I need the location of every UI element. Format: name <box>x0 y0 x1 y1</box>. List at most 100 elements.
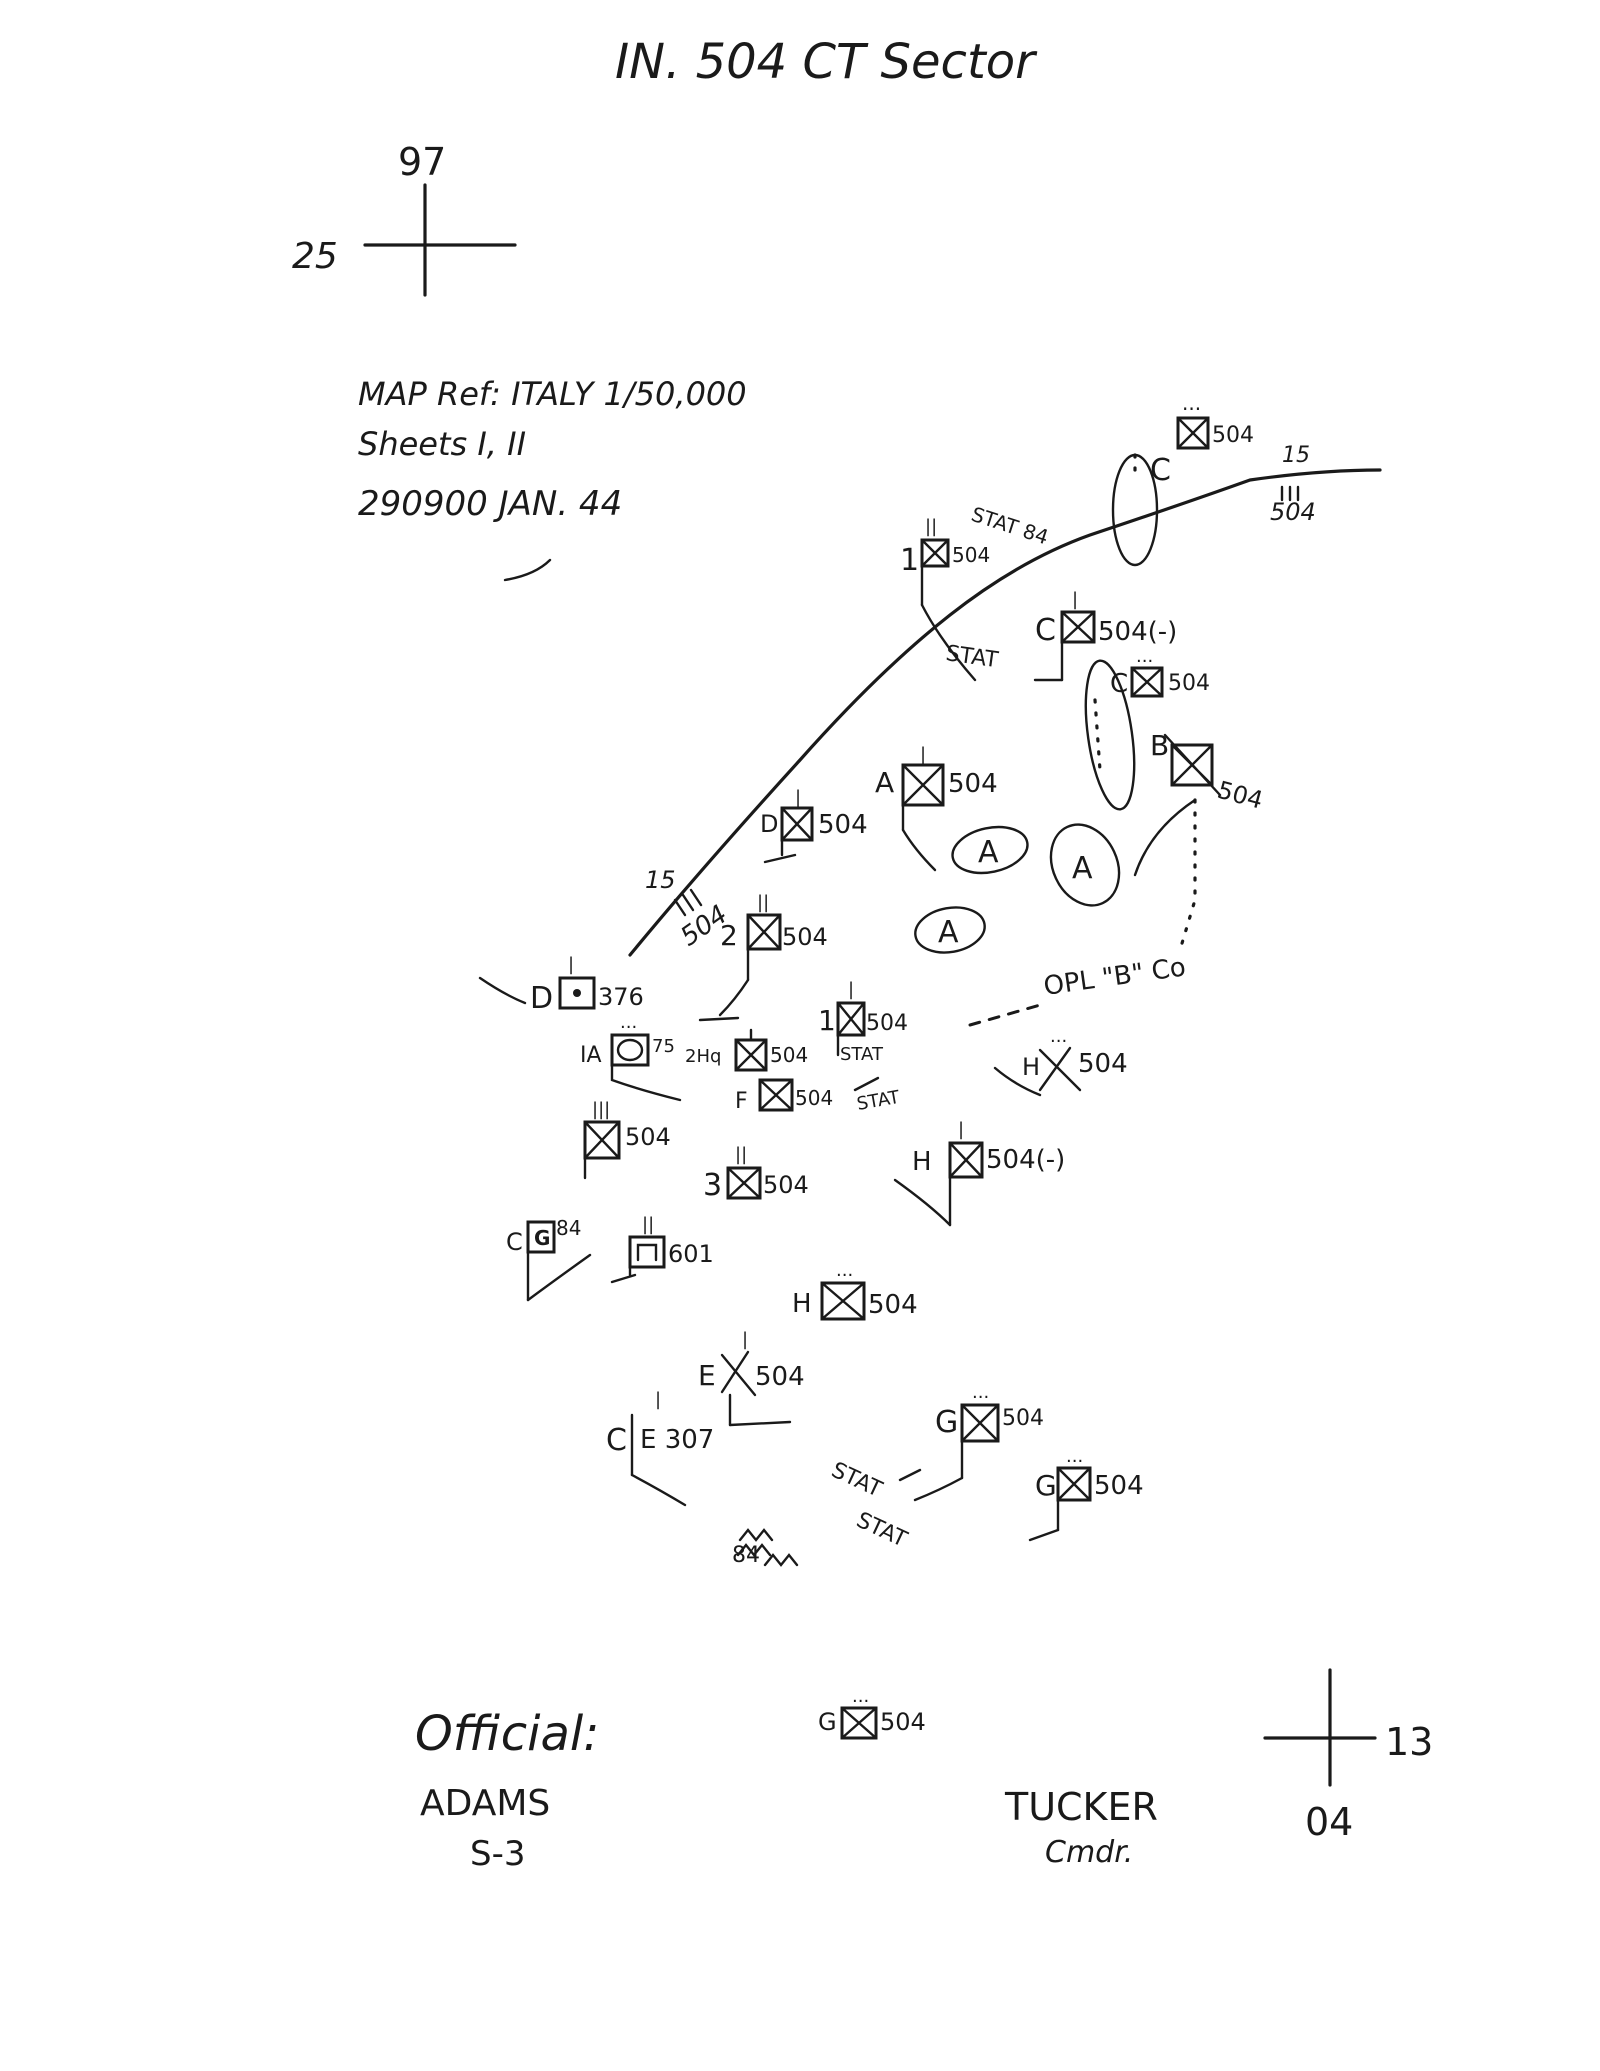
area-label: A <box>938 915 959 950</box>
unit-d-504: D 504 | <box>760 787 868 864</box>
unit-prefix: H <box>912 1147 932 1177</box>
grid-label-25: 25 <box>292 236 338 277</box>
unit-echelon: | <box>795 787 801 808</box>
unit-3-504: 3 504 || <box>703 1144 809 1203</box>
unit-suffix: E 307 <box>640 1425 714 1455</box>
unit-2hq-504: 2Hq 504 STAT <box>685 1028 884 1072</box>
unit-prefix: B <box>1150 729 1169 762</box>
unit-suffix: 504 <box>1212 423 1254 448</box>
map-title: IN. 504 CT Sector <box>615 34 1038 90</box>
unit-prefix: A <box>875 766 894 799</box>
unit-suffix: 504 <box>1214 776 1265 815</box>
unit-504-regiment: 504 ||| <box>583 1099 671 1180</box>
area-a-1: A <box>951 825 1029 875</box>
unit-suffix: 504 <box>795 1086 833 1110</box>
official-label: Official: <box>415 1706 599 1762</box>
unit-suffix: 504 <box>625 1123 671 1151</box>
unit-echelon: ... <box>1050 1026 1067 1047</box>
signer-right-name: TUCKER <box>1004 1785 1158 1829</box>
unit-prefix: H <box>792 1289 812 1319</box>
unit-suffix: 504 <box>1002 1406 1044 1431</box>
unit-suffix: 504 <box>948 769 998 799</box>
signer-right-title: Cmdr. <box>1045 1835 1133 1870</box>
unit-prefix: G <box>818 1708 837 1736</box>
unit-h-504-minus: H 504(-) | <box>893 1119 1065 1227</box>
unit-echelon: || <box>735 1144 747 1165</box>
hq-84-symbol: 84 <box>732 1528 799 1568</box>
stat-label-1: STAT <box>944 641 1000 673</box>
unit-suffix: 75 <box>652 1036 675 1057</box>
unit-c-84: C G 84 <box>506 1216 592 1302</box>
unit-suffix: 504 <box>755 1362 805 1392</box>
area-label: A <box>978 835 999 870</box>
grid-label-04: 04 <box>1305 1800 1353 1844</box>
unit-g-504-c: G 504 ... <box>818 1686 926 1740</box>
unit-prefix: E <box>698 1359 716 1392</box>
stat-label-5: STAT <box>852 1508 911 1553</box>
unit-suffix: 504 <box>763 1171 809 1199</box>
unit-t-601: 601 || <box>610 1214 714 1284</box>
unit-c-e-307: C E 307 | <box>606 1389 714 1507</box>
unit-echelon: || <box>925 516 937 537</box>
area-label: A <box>1072 851 1093 886</box>
unit-prefix: IA <box>580 1043 602 1068</box>
unit-suffix: 504 <box>1168 671 1210 696</box>
signature-block: Official: ADAMS S-3 TUCKER Cmdr. <box>415 1706 1158 1874</box>
unit-suffix: 601 <box>668 1240 714 1268</box>
regimental-boundary: 15 504 15 504 <box>628 443 1382 957</box>
unit-suffix: 504 <box>866 1011 908 1036</box>
unit-2-504: 2 504 || <box>718 892 828 1017</box>
unit-prefix: H <box>1022 1053 1040 1081</box>
unit-prefix: G <box>935 1405 958 1440</box>
unit-suffix: 504 <box>880 1708 926 1736</box>
unit-prefix: 2 <box>720 919 738 952</box>
boundary-label-sw-number: 15 <box>645 866 676 894</box>
unit-suffix: 504 <box>868 1290 918 1320</box>
unit-c-504-e: C 504 ... <box>1110 646 1210 699</box>
stat-label-2: STAT <box>840 1044 884 1065</box>
opl-label: OPL "B" Co <box>1042 952 1188 1002</box>
unit-prefix: C <box>506 1228 523 1256</box>
unit-b-504: B 504 <box>1133 729 1266 877</box>
unit-suffix: 504(-) <box>986 1145 1065 1175</box>
boundary-label-ne-unit: 504 <box>1270 498 1316 526</box>
unit-d-376: D 376 | <box>478 954 644 1016</box>
svg-text:G: G <box>534 1226 550 1250</box>
unit-suffix: 504 <box>782 923 828 951</box>
unit-echelon: ... <box>972 1382 989 1403</box>
stat-label-4: STAT <box>827 1458 886 1503</box>
unit-suffix: 504 <box>1078 1049 1128 1079</box>
unit-echelon: || <box>757 892 769 913</box>
unit-g-504-b: G 504 ... <box>1028 1446 1144 1542</box>
unit-echelon: ... <box>1136 646 1153 667</box>
unit-suffix: 504 <box>770 1043 808 1067</box>
stat-label-3: STAT <box>855 1087 902 1115</box>
unit-prefix: C <box>606 1423 627 1458</box>
unit-prefix: G <box>1035 1469 1057 1502</box>
unit-echelon: ... <box>1182 391 1201 415</box>
unit-echelon: | <box>568 954 574 975</box>
unit-echelon: ... <box>852 1686 869 1707</box>
unit-prefix: C <box>1035 613 1056 648</box>
unit-prefix: C <box>1150 453 1171 488</box>
unit-h-504-a: H 504 ... <box>993 1026 1128 1097</box>
unit-e-504: E 504 | <box>698 1329 805 1427</box>
grid-crosshair-bottom-right: 13 04 <box>1263 1668 1433 1844</box>
unit-1-504-center: 1 504 | <box>698 979 908 1057</box>
unit-echelon: | <box>1072 589 1078 610</box>
unit-prefix: 2Hq <box>685 1046 721 1067</box>
unit-prefix: 1 <box>900 543 919 578</box>
unit-suffix: 504 <box>818 810 868 840</box>
unit-a-504: A 504 | <box>875 744 998 872</box>
unit-ia-75: IA 75 ... <box>580 1012 682 1102</box>
boundary-label-ne-number: 15 <box>1282 443 1310 468</box>
unit-echelon: ... <box>836 1260 853 1281</box>
unit-echelon: | <box>920 744 926 765</box>
unit-echelon: ||| <box>592 1099 610 1120</box>
unit-prefix: F <box>735 1089 748 1114</box>
grid-crosshair-top-left: 97 25 <box>292 140 517 297</box>
area-a-3: A <box>914 906 986 954</box>
unit-c-504-minus: C 504(-) | <box>1033 589 1177 682</box>
signer-left-title: S-3 <box>470 1834 525 1874</box>
